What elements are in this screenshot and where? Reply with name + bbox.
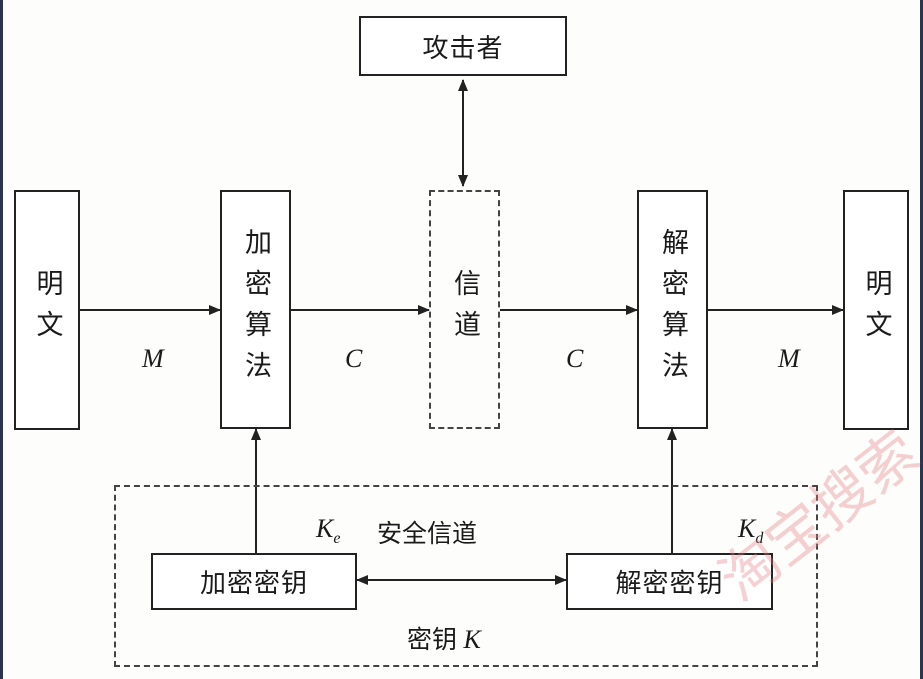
label-m-output: M [778,344,800,373]
label-ke-sub: e [333,530,341,548]
decrypt-algorithm-label: 解密算法 [657,227,688,392]
plaintext-output-box: 明文 [843,190,909,430]
key-k-label: 密钥 K [407,620,481,656]
channel-box: 信道 [429,190,500,429]
plaintext-input-label: 明文 [31,269,63,351]
encrypt-algorithm-label: 加密算法 [240,227,271,392]
encrypt-algorithm-box: 加密算法 [220,190,291,429]
key-k-symbol: K [463,625,481,654]
decrypt-algorithm-box: 解密算法 [637,190,708,429]
decryption-key-label: 解密密钥 [615,569,724,599]
label-kd-sub: d [755,530,764,548]
label-c-left: C [345,344,363,373]
label-ke: Ke [316,514,340,548]
window-border-left [0,0,3,679]
decryption-key-box: 解密密钥 [566,553,773,610]
encryption-key-label: 加密密钥 [199,569,308,599]
attacker-label: 攻击者 [422,33,504,64]
window-border-right [920,0,923,679]
plaintext-output-label: 明文 [860,269,892,351]
secure-channel-region [114,485,818,667]
label-kd: Kd [738,514,763,548]
label-c-right: C [566,344,584,373]
channel-label: 信道 [449,268,480,351]
secure-channel-label: 安全信道 [377,519,478,548]
label-m-input: M [142,344,164,373]
label-ke-main: K [316,514,334,543]
key-k-prefix: 密钥 [407,625,458,654]
label-kd-main: K [738,514,756,543]
plaintext-input-box: 明文 [14,190,80,430]
encryption-key-box: 加密密钥 [151,553,357,610]
attacker-box: 攻击者 [359,16,567,76]
